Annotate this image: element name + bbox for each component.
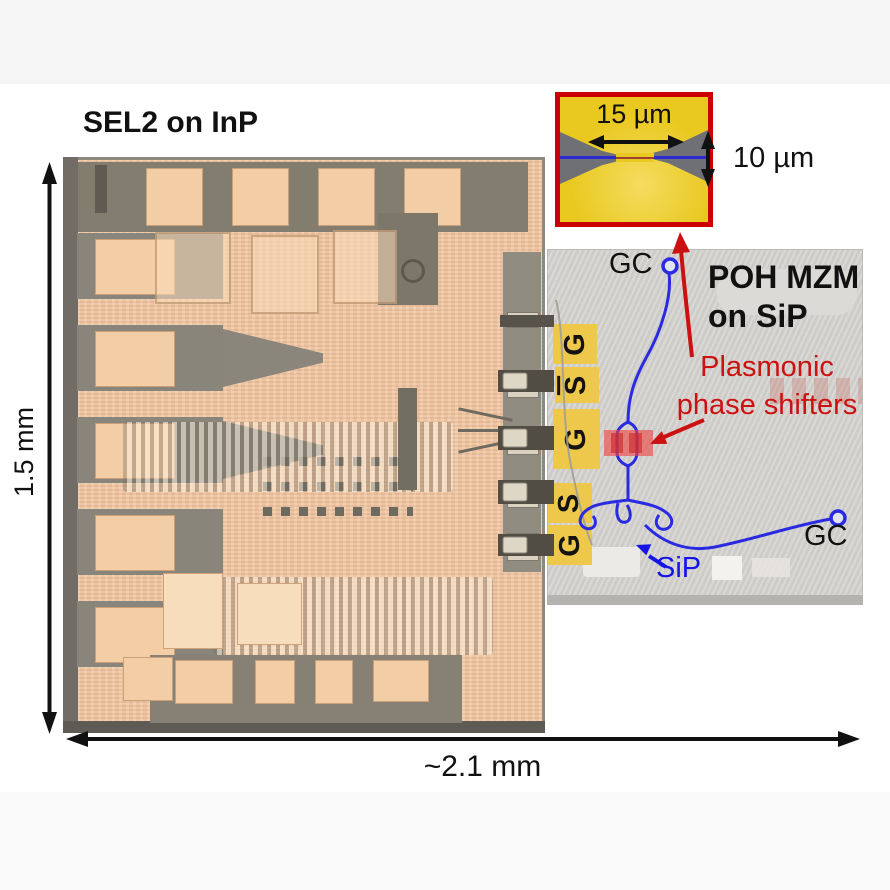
pad-letter: S [560,375,593,395]
bond-pad [123,657,173,701]
grating-coupler-bottom-label: GC [804,520,848,552]
phase-shifter-annotation-line1: Plasmonic [700,351,834,383]
left-chip-title: SEL2 on InP [83,106,259,139]
sip-substrate-label: SiP [656,552,702,584]
height-dimension-label: 1.5 mm [9,406,39,498]
pad-letter: S [553,493,586,513]
surface-streak [717,269,857,315]
right-pad-strip [503,252,541,572]
bond-metal [507,480,539,508]
circuit-block [333,230,397,304]
surface-feature [712,556,742,580]
bond-pad [315,660,353,704]
surface-feature [752,558,790,577]
transistor-row [263,507,413,516]
probe-pad-g3: G [548,525,592,565]
circuit-block [237,583,302,645]
metal-bar [398,388,417,490]
pad-letter: G [558,332,591,356]
wafer-marking [770,378,862,404]
bond-pad [146,168,203,226]
bond-pad [175,660,233,704]
bond-pad [255,660,295,704]
width-dimension-label: ~2.1 mm [423,750,542,783]
fan-trace [458,429,513,432]
circuit-block [251,235,319,314]
chip-edge [547,595,863,605]
probe-pad-g2: G [553,409,600,469]
inp-chip-micrograph [63,157,545,733]
phase-shifter-annotation: Plasmonic phase shifters [645,348,889,425]
bond-metal [507,533,539,561]
right-chip-title-line2: on SiP [708,298,808,335]
alignment-mark [401,259,425,283]
probe-pad-s: S [548,483,592,523]
chip-edge [63,157,78,733]
bond-metal [507,370,539,398]
inset-width-label: 15 µm [596,99,672,129]
plasmonic-slot [616,157,654,159]
probe-pad-g1: G [553,324,597,364]
bottom-margin-band [0,792,890,890]
bond-pad [318,168,375,226]
bond-pad [95,607,175,663]
right-chip-title: POH MZM on SiP [708,258,859,336]
circuit-block [163,573,223,649]
phase-shifter-annotation-line2: phase shifters [676,389,858,422]
circuit-block [155,232,231,304]
inset-height-label: 10 µm [733,142,815,174]
bond-pad [95,331,175,387]
bond-pad [373,660,429,702]
fan-trace [223,329,323,387]
pad-letter: G [560,427,592,451]
top-margin-band [0,0,890,84]
horizontal-dimension-arrow [66,731,860,747]
phase-shifter-inset: 15 µm [555,92,713,227]
bond-pad [232,168,289,226]
chip-id-mark [95,165,107,213]
right-chip-title-line1: POH MZM [708,259,860,295]
bond-metal [507,312,539,328]
vertical-dimension-arrow [42,162,57,734]
surface-feature [583,547,640,577]
bond-pad [95,515,175,571]
grating-coupler-top-label: GC [609,248,653,280]
probe-pad-sbar: S [555,367,599,403]
pad-letter: G [553,533,586,557]
chip-edge [63,721,545,733]
